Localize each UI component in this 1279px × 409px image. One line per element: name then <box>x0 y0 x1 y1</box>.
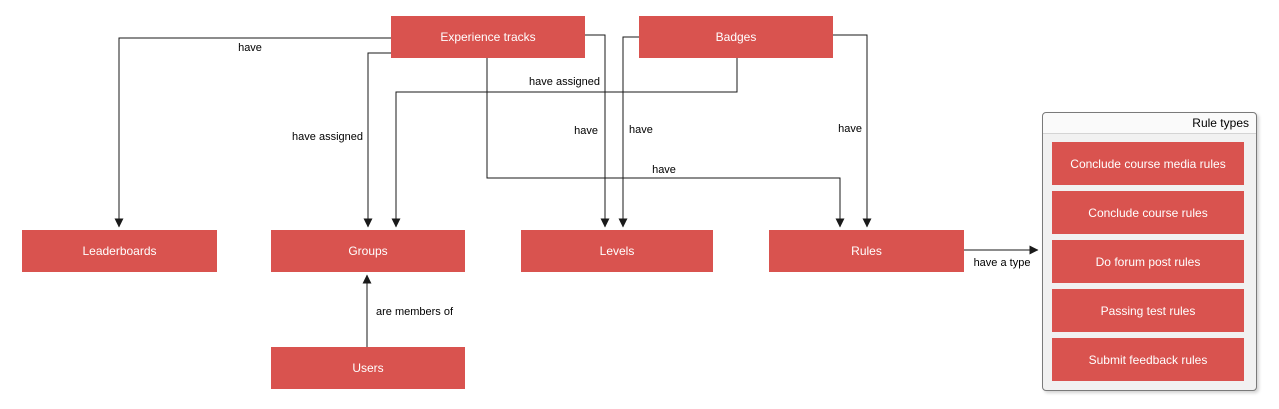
edge-experience-tracks-to-groups <box>363 52 391 228</box>
rule-types-panel-title: Rule types <box>1192 116 1249 130</box>
edge-label-badges-groups: have assigned <box>528 76 601 88</box>
edge-label-et-groups: have assigned <box>291 131 364 143</box>
edge-badges-to-levels <box>618 36 639 228</box>
edge-label-badges-rules: have <box>837 123 863 135</box>
edge-label-badges-levels: have <box>628 124 654 136</box>
rule-types-panel-body: Conclude course media rules Conclude cou… <box>1043 134 1256 389</box>
rule-type-item-submit-feedback[interactable]: Submit feedback rules <box>1052 338 1244 381</box>
rule-type-item-do-forum-post[interactable]: Do forum post rules <box>1052 240 1244 283</box>
edge-experience-tracks-to-leaderboards <box>114 37 391 228</box>
rule-type-item-passing-test[interactable]: Passing test rules <box>1052 289 1244 332</box>
node-groups[interactable]: Groups <box>271 230 465 272</box>
rule-types-panel[interactable]: Rule types Conclude course media rules C… <box>1042 112 1257 391</box>
edge-badges-to-rules <box>833 34 872 228</box>
edge-experience-tracks-to-levels <box>585 34 610 228</box>
edge-label-et-leaderboards: have <box>237 42 263 54</box>
rule-types-panel-header: Rule types <box>1043 113 1256 134</box>
rule-type-item-conclude-course-media[interactable]: Conclude course media rules <box>1052 142 1244 185</box>
edge-badges-to-groups <box>391 58 738 228</box>
edge-label-users-groups: are members of <box>375 306 455 318</box>
node-rules[interactable]: Rules <box>769 230 964 272</box>
node-badges[interactable]: Badges <box>639 16 833 58</box>
rule-type-item-conclude-course[interactable]: Conclude course rules <box>1052 191 1244 234</box>
edge-label-et-levels: have <box>573 125 599 137</box>
node-leaderboards[interactable]: Leaderboards <box>22 230 217 272</box>
edge-experience-tracks-to-rules <box>486 58 845 228</box>
node-experience-tracks[interactable]: Experience tracks <box>391 16 585 58</box>
node-levels[interactable]: Levels <box>521 230 713 272</box>
edge-label-et-rules: have <box>651 164 677 176</box>
node-users[interactable]: Users <box>271 347 465 389</box>
edge-label-rules-rule-types: have a type <box>972 257 1032 269</box>
